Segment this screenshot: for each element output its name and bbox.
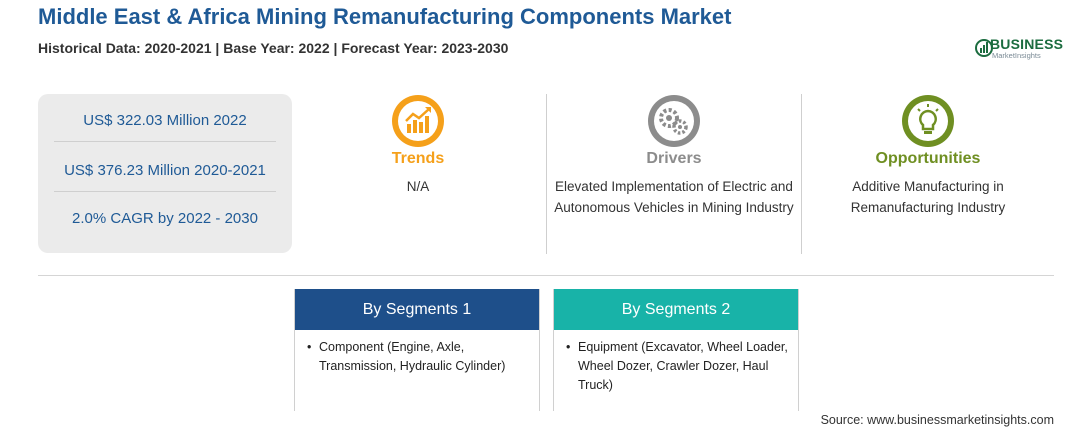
section-divider bbox=[38, 275, 1054, 276]
lightbulb-icon bbox=[902, 95, 954, 147]
segments-1-list: Component (Engine, Axle, Transmission, H… bbox=[295, 338, 539, 376]
stat-market-size-2022: US$ 322.03 Million 2022 bbox=[83, 112, 247, 129]
opportunities-text: Additive Manufacturing in Remanufacturin… bbox=[850, 179, 1006, 215]
stat-divider bbox=[54, 141, 276, 142]
trends-heading: Trends bbox=[391, 150, 445, 167]
drivers-heading: Drivers bbox=[646, 150, 702, 167]
list-item: Equipment (Excavator, Wheel Loader, Whee… bbox=[566, 338, 792, 395]
list-item: Component (Engine, Axle, Transmission, H… bbox=[307, 338, 533, 376]
column-divider bbox=[546, 94, 547, 254]
trends-column: Trends N/A bbox=[293, 94, 543, 197]
logo-wordmark: BUSINESS bbox=[990, 36, 1064, 52]
segments-2-card: By Segments 2 Equipment (Excavator, Whee… bbox=[553, 289, 799, 411]
drivers-text: Elevated Implementation of Electric and … bbox=[554, 179, 794, 215]
gears-icon bbox=[648, 95, 700, 147]
page-title: Middle East & Africa Mining Remanufactur… bbox=[38, 4, 732, 29]
trends-text: N/A bbox=[406, 179, 430, 194]
segments-1-heading: By Segments 1 bbox=[295, 289, 539, 330]
page-subtitle: Historical Data: 2020-2021 | Base Year: … bbox=[38, 40, 509, 56]
growth-chart-icon bbox=[392, 95, 444, 147]
opportunities-column: Opportunities Additive Manufacturing in … bbox=[803, 94, 1053, 218]
logo-globe-icon bbox=[975, 39, 993, 57]
segments-1-card: By Segments 1 Component (Engine, Axle, T… bbox=[294, 289, 540, 411]
stat-cagr: 2.0% CAGR by 2022 - 2030 bbox=[72, 210, 258, 227]
source-note: Source: www.businessmarketinsights.com bbox=[820, 413, 1054, 427]
business-market-insights-logo: BUSINESS MarketInsights bbox=[974, 34, 1064, 62]
logo-tagline: MarketInsights bbox=[992, 51, 1041, 60]
market-stats-panel: US$ 322.03 Million 2022 US$ 376.23 Milli… bbox=[38, 94, 292, 253]
stat-market-size-historical: US$ 376.23 Million 2020-2021 bbox=[64, 162, 266, 179]
drivers-column: Drivers Elevated Implementation of Elect… bbox=[549, 94, 799, 218]
segments-2-heading: By Segments 2 bbox=[554, 289, 798, 330]
column-divider bbox=[801, 94, 802, 254]
segments-2-list: Equipment (Excavator, Wheel Loader, Whee… bbox=[554, 338, 798, 395]
stat-divider bbox=[54, 191, 276, 192]
opportunities-heading: Opportunities bbox=[875, 150, 981, 167]
